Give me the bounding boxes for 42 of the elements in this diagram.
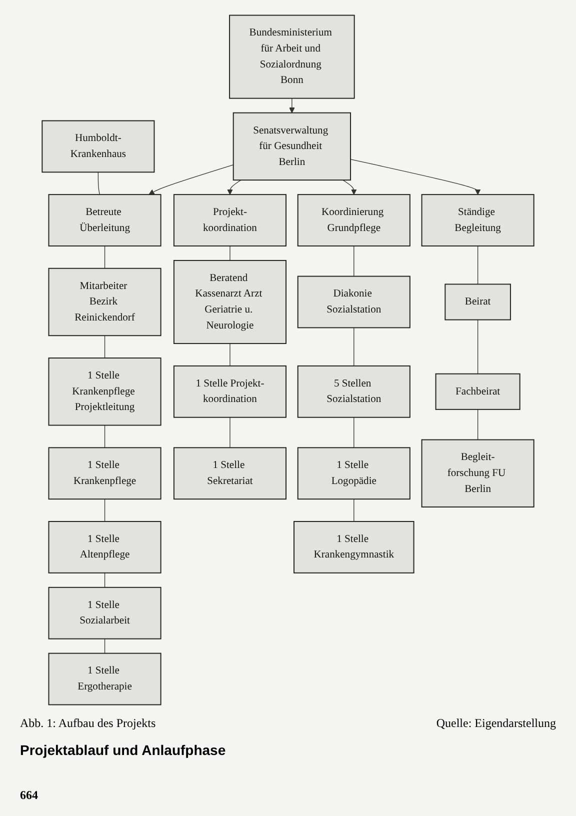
connector [477, 246, 478, 285]
node-box: Fachbeirat [435, 373, 520, 410]
connector [104, 572, 106, 588]
connector [98, 172, 100, 195]
connector [104, 638, 106, 654]
node-box: Ständige Begleitung [421, 194, 534, 246]
source-note: Quelle: Eigendarstellung [436, 716, 556, 731]
node-box: Diakonie Sozialstation [297, 276, 410, 328]
figure-caption: Abb. 1: Aufbau des Projekts [20, 716, 156, 731]
node-box: 1 Stelle Altenpflege [48, 521, 162, 574]
node-box: Senatsverwaltung für Gesundheit Berlin [232, 112, 351, 181]
node-box: 1 Stelle Sozialarbeit [48, 586, 162, 640]
node-box: 5 Stellen Sozialstation [297, 365, 410, 418]
node-box: Betreute Überleitung [48, 194, 162, 246]
node-box: Bundesministerium für Arbeit und Sozialordnung Bonn [229, 14, 355, 99]
connector [477, 319, 478, 374]
connector [104, 335, 106, 358]
node-box: 1 Stelle Ergotherapie [48, 652, 162, 706]
node-box: Koordinierung Grundpflege [297, 194, 410, 246]
node-box: Projekt-koordination [173, 194, 286, 246]
node-box: 1 Stelle Sekretariat [173, 447, 286, 500]
node-box: 1 Stelle Krankenpflege [48, 447, 162, 500]
section-heading: Projektablauf und Anlaufphase [20, 742, 226, 758]
node-box: 1 Stelle Projekt-koordination [173, 365, 286, 418]
node-box: 1 Stelle Krankenpflege Projektleitung [48, 358, 162, 426]
connector [477, 409, 478, 440]
node-box: Mitarbeiter Bezirk Reinickendorf [48, 268, 162, 336]
connector [104, 246, 106, 269]
arrow [148, 164, 234, 195]
node-box: Humboldt-Krankenhaus [42, 120, 155, 173]
arrow [350, 158, 481, 195]
connector [104, 424, 106, 448]
arrow [289, 98, 295, 114]
node-box: 1 Stelle Logopädie [297, 447, 410, 500]
arrow [227, 180, 242, 195]
node-box: 1 Stelle Krankengymnastik [294, 521, 414, 574]
node-box: Begleit-forschung FU Berlin [421, 439, 534, 508]
node-box: Beratend Kassenarzt Arzt Geriatrie u. Neurologie [173, 260, 286, 344]
connector [104, 498, 106, 522]
node-box: Beirat [444, 284, 511, 320]
page-number: 664 [20, 788, 38, 803]
arrow [342, 180, 357, 195]
